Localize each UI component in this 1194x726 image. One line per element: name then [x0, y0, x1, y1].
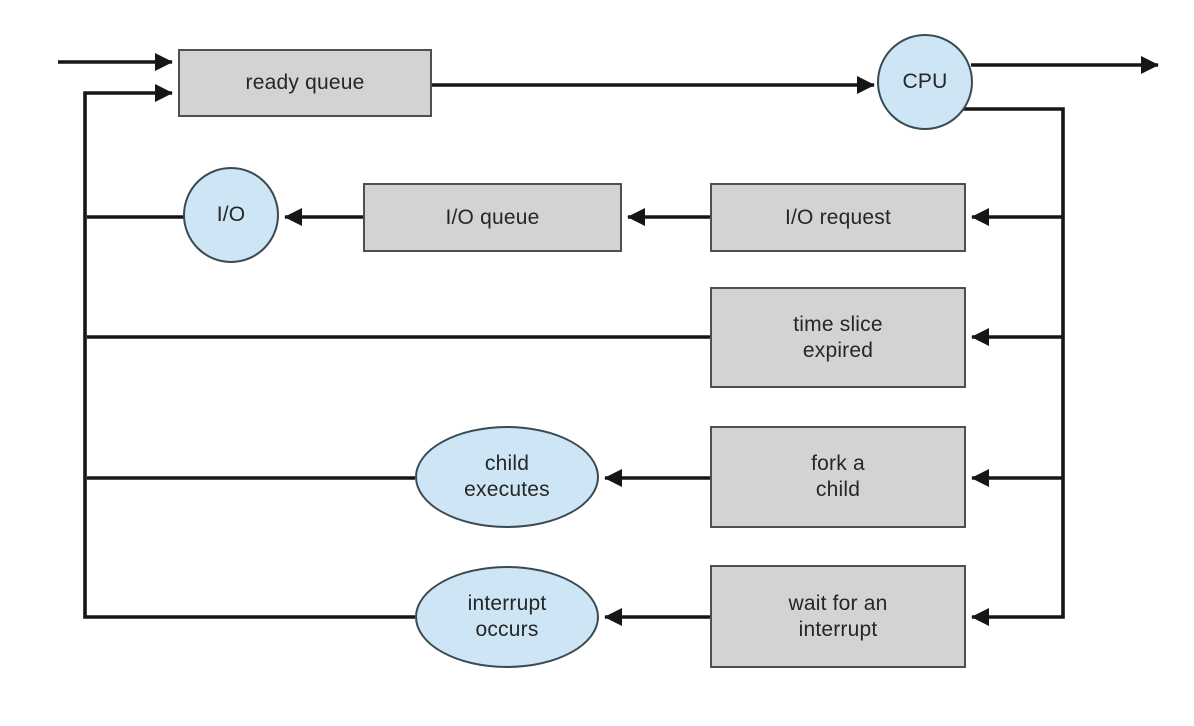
node-child-executes-label-line1: child: [484, 452, 530, 475]
node-io: I/O: [183, 167, 279, 263]
node-io-request: I/O request: [710, 183, 966, 252]
node-interrupt-occurs-label-line1: interrupt: [467, 592, 547, 615]
node-ready-queue-label: ready queue: [245, 71, 365, 94]
node-time-slice-expired-label-line1: time slice: [793, 312, 883, 336]
node-cpu-label: CPU: [902, 70, 948, 93]
node-io-request-label: I/O request: [784, 205, 892, 229]
node-child-executes-label-line2: executes: [464, 478, 550, 501]
node-wait-for-an-interrupt-label-line2: interrupt: [798, 617, 878, 641]
edge-feedback-spine-to-ready-queue: [83, 84, 415, 619]
node-io-queue: I/O queue: [363, 183, 622, 252]
node-interrupt-occurs-label-line2: occurs: [475, 618, 539, 641]
node-wait-for-an-interrupt-label-line1: wait for an: [788, 591, 888, 615]
node-io-label: I/O: [216, 203, 246, 226]
node-interrupt-occurs: interrupt occurs: [415, 566, 599, 668]
node-io-queue-label: I/O queue: [445, 205, 540, 229]
node-cpu: CPU: [877, 34, 973, 130]
edge-cpu-to-right-spine: [960, 107, 1065, 626]
node-fork-a-child-label-line2: child: [815, 478, 861, 501]
node-ready-queue: ready queue: [178, 49, 432, 117]
node-child-executes: child executes: [415, 426, 599, 528]
node-time-slice-expired-label-line2: expired: [802, 338, 874, 362]
node-time-slice-expired: time slice expired: [710, 287, 966, 388]
node-wait-for-an-interrupt: wait for an interrupt: [710, 565, 966, 668]
node-fork-a-child-label-line1: fork a: [811, 452, 865, 475]
node-fork-a-child: fork a child: [710, 426, 966, 528]
